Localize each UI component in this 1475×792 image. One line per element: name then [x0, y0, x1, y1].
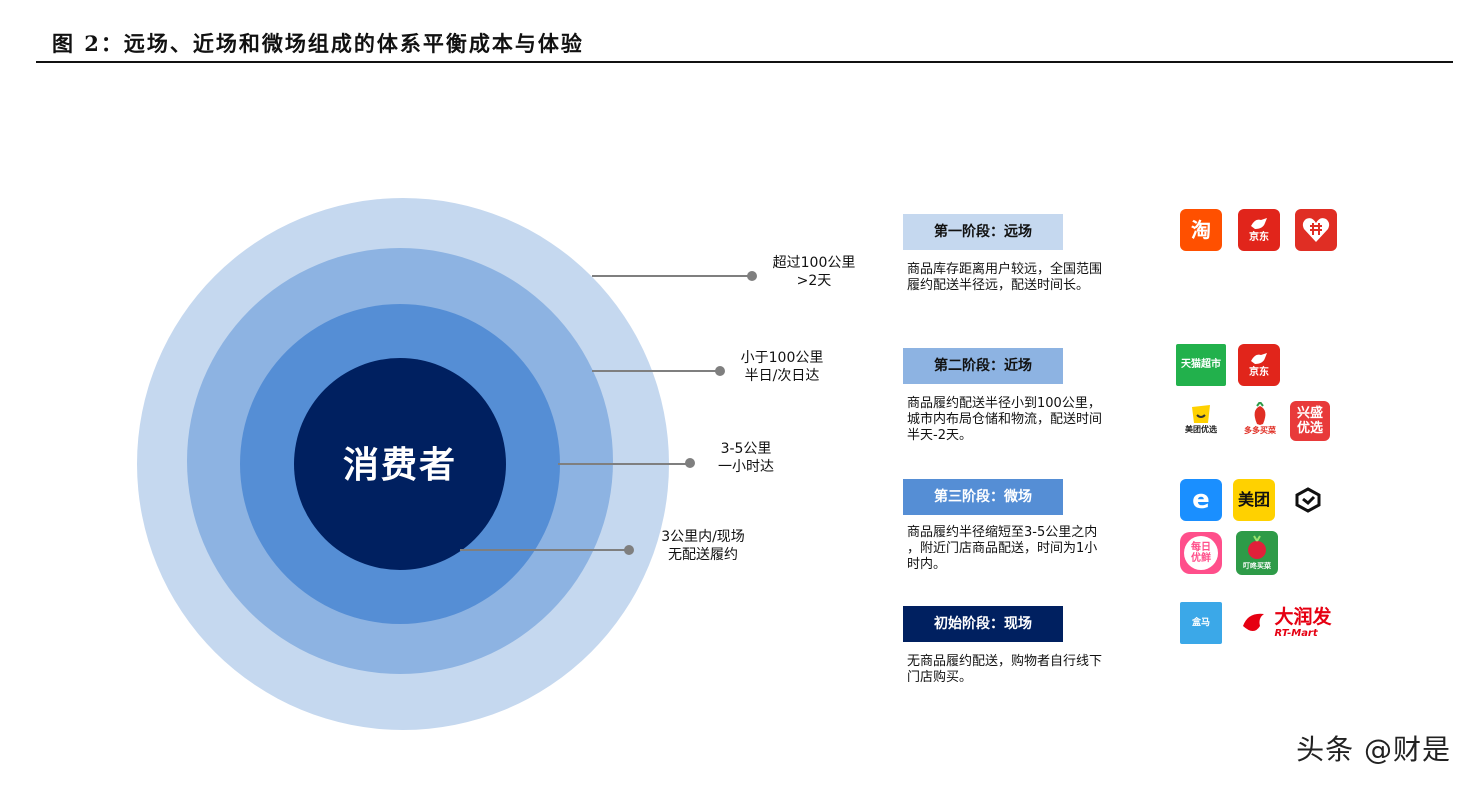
jd-logo-text: 京东 [1249, 367, 1269, 378]
leader-dot-near [715, 366, 725, 376]
meituan-logo: 美团 [1233, 479, 1275, 521]
distance-far-line1: 超过100公里 [772, 255, 856, 271]
stage-0-title: 初始阶段：现场 [934, 616, 1032, 632]
leader-dot-far [747, 271, 757, 281]
stage-3-desc-line: 时内。 [907, 557, 947, 572]
leader-dot-micro [685, 458, 695, 468]
distance-label-far: 超过100公里 >2天 [764, 254, 864, 290]
stage-3-description: 商品履约半径缩短至3-5公里之内 ，附近门店商品配送，时间为1小 时内。 [907, 525, 1147, 573]
stage-2-description: 商品履约配送半径小到100公里， 城市内布局仓储和物流，配送时间 半天-2天。 [907, 396, 1147, 444]
duoduo-maicai-text: 多多买菜 [1244, 426, 1276, 435]
stage-1-title-box: 第一阶段：远场 [903, 214, 1063, 250]
taobao-logo-text: 淘 [1191, 218, 1211, 242]
hema-store-logo: 盒马 [1180, 602, 1222, 644]
missfresh-badge: 每日优鲜 [1184, 536, 1218, 570]
pinduoduo-heart-icon [1302, 218, 1330, 242]
jd-logo: 京东 [1238, 344, 1280, 386]
consumer-core [294, 358, 506, 570]
tmall-logo-text: 天猫超市 [1181, 359, 1221, 370]
distance-micro-line1: 3-5公里 [720, 441, 772, 457]
smile-bag-icon [1192, 405, 1210, 423]
rt-mart-en-text: RT-Mart [1274, 628, 1318, 639]
distance-micro-line2: 一小时达 [718, 459, 774, 475]
carrot-icon [1254, 402, 1266, 425]
leader-line-near [592, 370, 720, 372]
stage-0-desc-line: 门店购买。 [907, 670, 973, 685]
watermark: 头条 @财是 [1296, 733, 1451, 766]
distance-near-line2: 半日/次日达 [744, 368, 820, 384]
stage-2-title: 第二阶段：近场 [934, 358, 1032, 374]
figure-title: 图 2：远场、近场和微场组成的体系平衡成本与体验 [52, 31, 584, 56]
stage-3-title-box: 第三阶段：微场 [903, 479, 1063, 515]
jd-dog-icon [1251, 353, 1267, 364]
distance-onsite-line1: 3公里内/现场 [661, 529, 745, 545]
pinduoduo-logo [1295, 209, 1337, 251]
meituan-youxuan-logo: 美团优选 [1180, 398, 1222, 440]
stage-1-desc-line: 商品库存距离用户较远，全国范围 [907, 262, 1103, 277]
xingsheng-youxuan-logo: 兴盛优选 [1290, 401, 1330, 441]
stage-2-title-box: 第二阶段：近场 [903, 348, 1063, 384]
distance-onsite-line2: 无配送履约 [668, 547, 738, 563]
title-divider [36, 61, 1453, 63]
eleme-logo: e [1180, 479, 1222, 521]
stage-0-desc-line: 无商品履约配送，购物者自行线下 [907, 654, 1103, 669]
leader-line-micro [558, 463, 690, 465]
leader-line-far [592, 275, 752, 277]
dingdong-maicai-logo: 叮咚买菜 [1236, 531, 1278, 575]
stage-1-title: 第一阶段：远场 [934, 224, 1032, 240]
consumer-label: 消费者 [342, 445, 457, 486]
distance-label-near: 小于100公里 半日/次日达 [732, 349, 832, 385]
distance-near-line1: 小于100公里 [740, 350, 824, 366]
stage-0-title-box: 初始阶段：现场 [903, 606, 1063, 642]
distance-far-line2: >2天 [796, 273, 832, 289]
stage-3-desc-line: 商品履约半径缩短至3-5公里之内 [907, 525, 1098, 540]
distance-label-onsite: 3公里内/现场 无配送履约 [648, 528, 758, 564]
jd-dog-icon [1251, 218, 1267, 229]
leader-line-onsite [460, 549, 630, 551]
rt-mart-wordmark: 大润发 RT-Mart [1274, 606, 1332, 640]
jd-logo: 京东 [1238, 209, 1280, 251]
taobao-logo: 淘 [1180, 209, 1222, 251]
stage-3-desc-line: ，附近门店商品配送，时间为1小 [907, 541, 1098, 556]
rt-mart-logo: 大润发 RT-Mart [1234, 602, 1338, 644]
stage-2-desc-line: 半天-2天。 [907, 428, 972, 443]
hema-box-icon [1295, 487, 1321, 513]
stage-2-desc-line: 城市内布局仓储和物流，配送时间 [907, 412, 1103, 427]
missfresh-logo-text: 每日优鲜 [1191, 542, 1211, 564]
stage-1-desc-line: 履约配送半径远，配送时间长。 [907, 278, 1090, 293]
hema-logo [1287, 479, 1329, 521]
meituan-youxuan-text: 美团优选 [1185, 425, 1217, 434]
stage-2-desc-line: 商品履约配送半径小到100公里， [907, 396, 1101, 411]
stage-0-description: 无商品履约配送，购物者自行线下 门店购买。 [907, 654, 1147, 686]
radish-icon [1248, 535, 1266, 559]
stage-1-description: 商品库存距离用户较远，全国范围 履约配送半径远，配送时间长。 [907, 262, 1147, 294]
rt-mart-bird-icon [1243, 613, 1265, 631]
jd-logo-text: 京东 [1249, 232, 1269, 243]
meituan-logo-text: 美团 [1237, 490, 1270, 509]
duoduo-maicai-logo: 多多买菜 [1236, 398, 1284, 440]
stage-3-title: 第三阶段：微场 [934, 489, 1032, 505]
eleme-logo-text: e [1192, 485, 1210, 515]
dingdong-maicai-text: 叮咚买菜 [1243, 562, 1271, 570]
missfresh-logo: 每日优鲜 [1180, 532, 1222, 574]
hema-store-text: 盒马 [1191, 618, 1210, 628]
rt-mart-cn-text: 大润发 [1274, 606, 1332, 628]
xingsheng-youxuan-text: 兴盛优选 [1296, 406, 1323, 436]
tmall-supermarket-logo: 天猫超市 [1176, 344, 1226, 386]
leader-dot-onsite [624, 545, 634, 555]
distance-label-micro: 3-5公里 一小时达 [708, 440, 784, 476]
